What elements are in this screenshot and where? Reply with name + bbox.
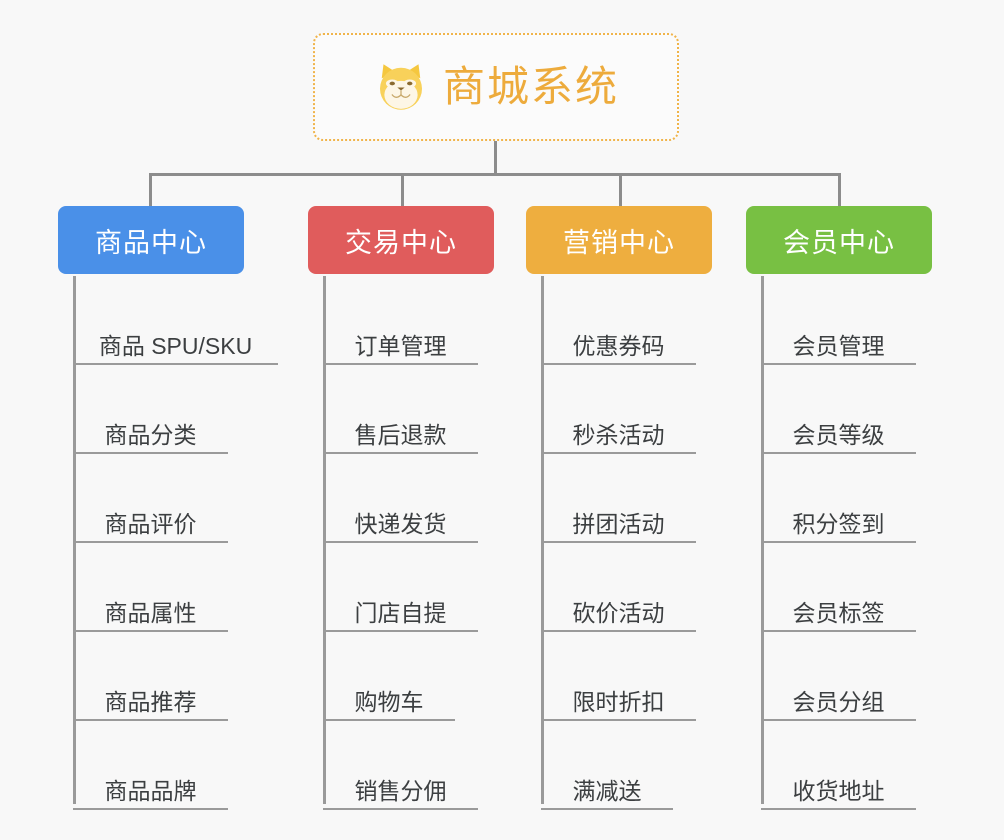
leaf-label: 秒杀活动 — [572, 421, 665, 448]
leaf-label: 商品评价 — [104, 510, 197, 537]
leaf-label: 会员等级 — [792, 421, 885, 448]
leaf-label: 满减送 — [572, 777, 642, 804]
leaf-item[interactable]: 拼团活动 — [541, 454, 696, 543]
category-box-marketing[interactable]: 营销中心 — [526, 206, 712, 274]
leaf-label: 商品 SPU/SKU — [98, 332, 253, 359]
leaf-label: 商品属性 — [104, 599, 197, 626]
leaf-rail — [761, 276, 764, 804]
category-label: 交易中心 — [345, 227, 457, 258]
leaf-item[interactable]: 快递发货 — [323, 454, 478, 543]
connector-drop-3 — [619, 173, 622, 206]
connector-drop-2 — [401, 173, 404, 206]
leaf-item[interactable]: 销售分佣 — [323, 721, 478, 810]
connector-drop-1 — [149, 173, 152, 206]
leaf-item[interactable]: 会员分组 — [761, 632, 916, 721]
leaf-item[interactable]: 会员管理 — [761, 276, 916, 365]
root-node[interactable]: 商城系统 — [313, 33, 679, 141]
leaf-item[interactable]: 优惠券码 — [541, 276, 696, 365]
connector-root-stem — [494, 141, 497, 175]
connector-horizontal-bus — [149, 173, 840, 176]
leaf-item[interactable]: 商品分类 — [73, 365, 228, 454]
leaf-item[interactable]: 会员等级 — [761, 365, 916, 454]
leaf-item[interactable]: 限时折扣 — [541, 632, 696, 721]
leaf-label: 商品分类 — [104, 421, 197, 448]
leaf-label: 会员管理 — [792, 332, 885, 359]
leaf-item[interactable]: 砍价活动 — [541, 543, 696, 632]
leaf-label: 会员分组 — [792, 688, 885, 715]
leaf-item[interactable]: 购物车 — [323, 632, 455, 721]
leaf-label: 会员标签 — [792, 599, 885, 626]
leaf-item[interactable]: 商品评价 — [73, 454, 228, 543]
leaf-item[interactable]: 商品属性 — [73, 543, 228, 632]
leaf-item[interactable]: 秒杀活动 — [541, 365, 696, 454]
leaf-label: 限时折扣 — [572, 688, 665, 715]
shiba-dog-face-icon — [373, 59, 429, 115]
leaf-item[interactable]: 门店自提 — [323, 543, 478, 632]
leaf-label: 售后退款 — [354, 421, 447, 448]
leaf-rail — [541, 276, 544, 804]
root-title: 商城系统 — [442, 63, 619, 110]
leaf-item[interactable]: 收货地址 — [761, 721, 916, 810]
leaf-label: 积分签到 — [792, 510, 885, 537]
leaf-label: 购物车 — [354, 688, 424, 715]
leaf-item[interactable]: 售后退款 — [323, 365, 478, 454]
leaf-label: 门店自提 — [354, 599, 447, 626]
leaf-label: 收货地址 — [792, 777, 885, 804]
category-box-products[interactable]: 商品中心 — [58, 206, 244, 274]
leaf-item[interactable]: 订单管理 — [323, 276, 478, 365]
leaf-rail — [73, 276, 76, 804]
leaf-item[interactable]: 商品推荐 — [73, 632, 228, 721]
leaf-label: 销售分佣 — [354, 777, 447, 804]
leaf-label: 砍价活动 — [572, 599, 665, 626]
category-box-trade[interactable]: 交易中心 — [308, 206, 494, 274]
leaf-label: 快递发货 — [354, 510, 447, 537]
category-box-members[interactable]: 会员中心 — [746, 206, 932, 274]
category-label: 商品中心 — [95, 227, 207, 258]
leaf-item[interactable]: 商品 SPU/SKU — [73, 276, 278, 365]
leaf-item[interactable]: 满减送 — [541, 721, 673, 810]
leaf-label: 商品品牌 — [104, 777, 197, 804]
category-label: 会员中心 — [783, 227, 895, 258]
connector-drop-4 — [838, 173, 841, 206]
leaf-rail — [323, 276, 326, 804]
leaf-label: 商品推荐 — [104, 688, 197, 715]
category-label: 营销中心 — [563, 227, 675, 258]
leaf-label: 拼团活动 — [572, 510, 665, 537]
leaf-label: 优惠券码 — [572, 332, 665, 359]
leaf-item[interactable]: 商品品牌 — [73, 721, 228, 810]
leaf-item[interactable]: 会员标签 — [761, 543, 916, 632]
leaf-item[interactable]: 积分签到 — [761, 454, 916, 543]
leaf-label: 订单管理 — [354, 332, 447, 359]
